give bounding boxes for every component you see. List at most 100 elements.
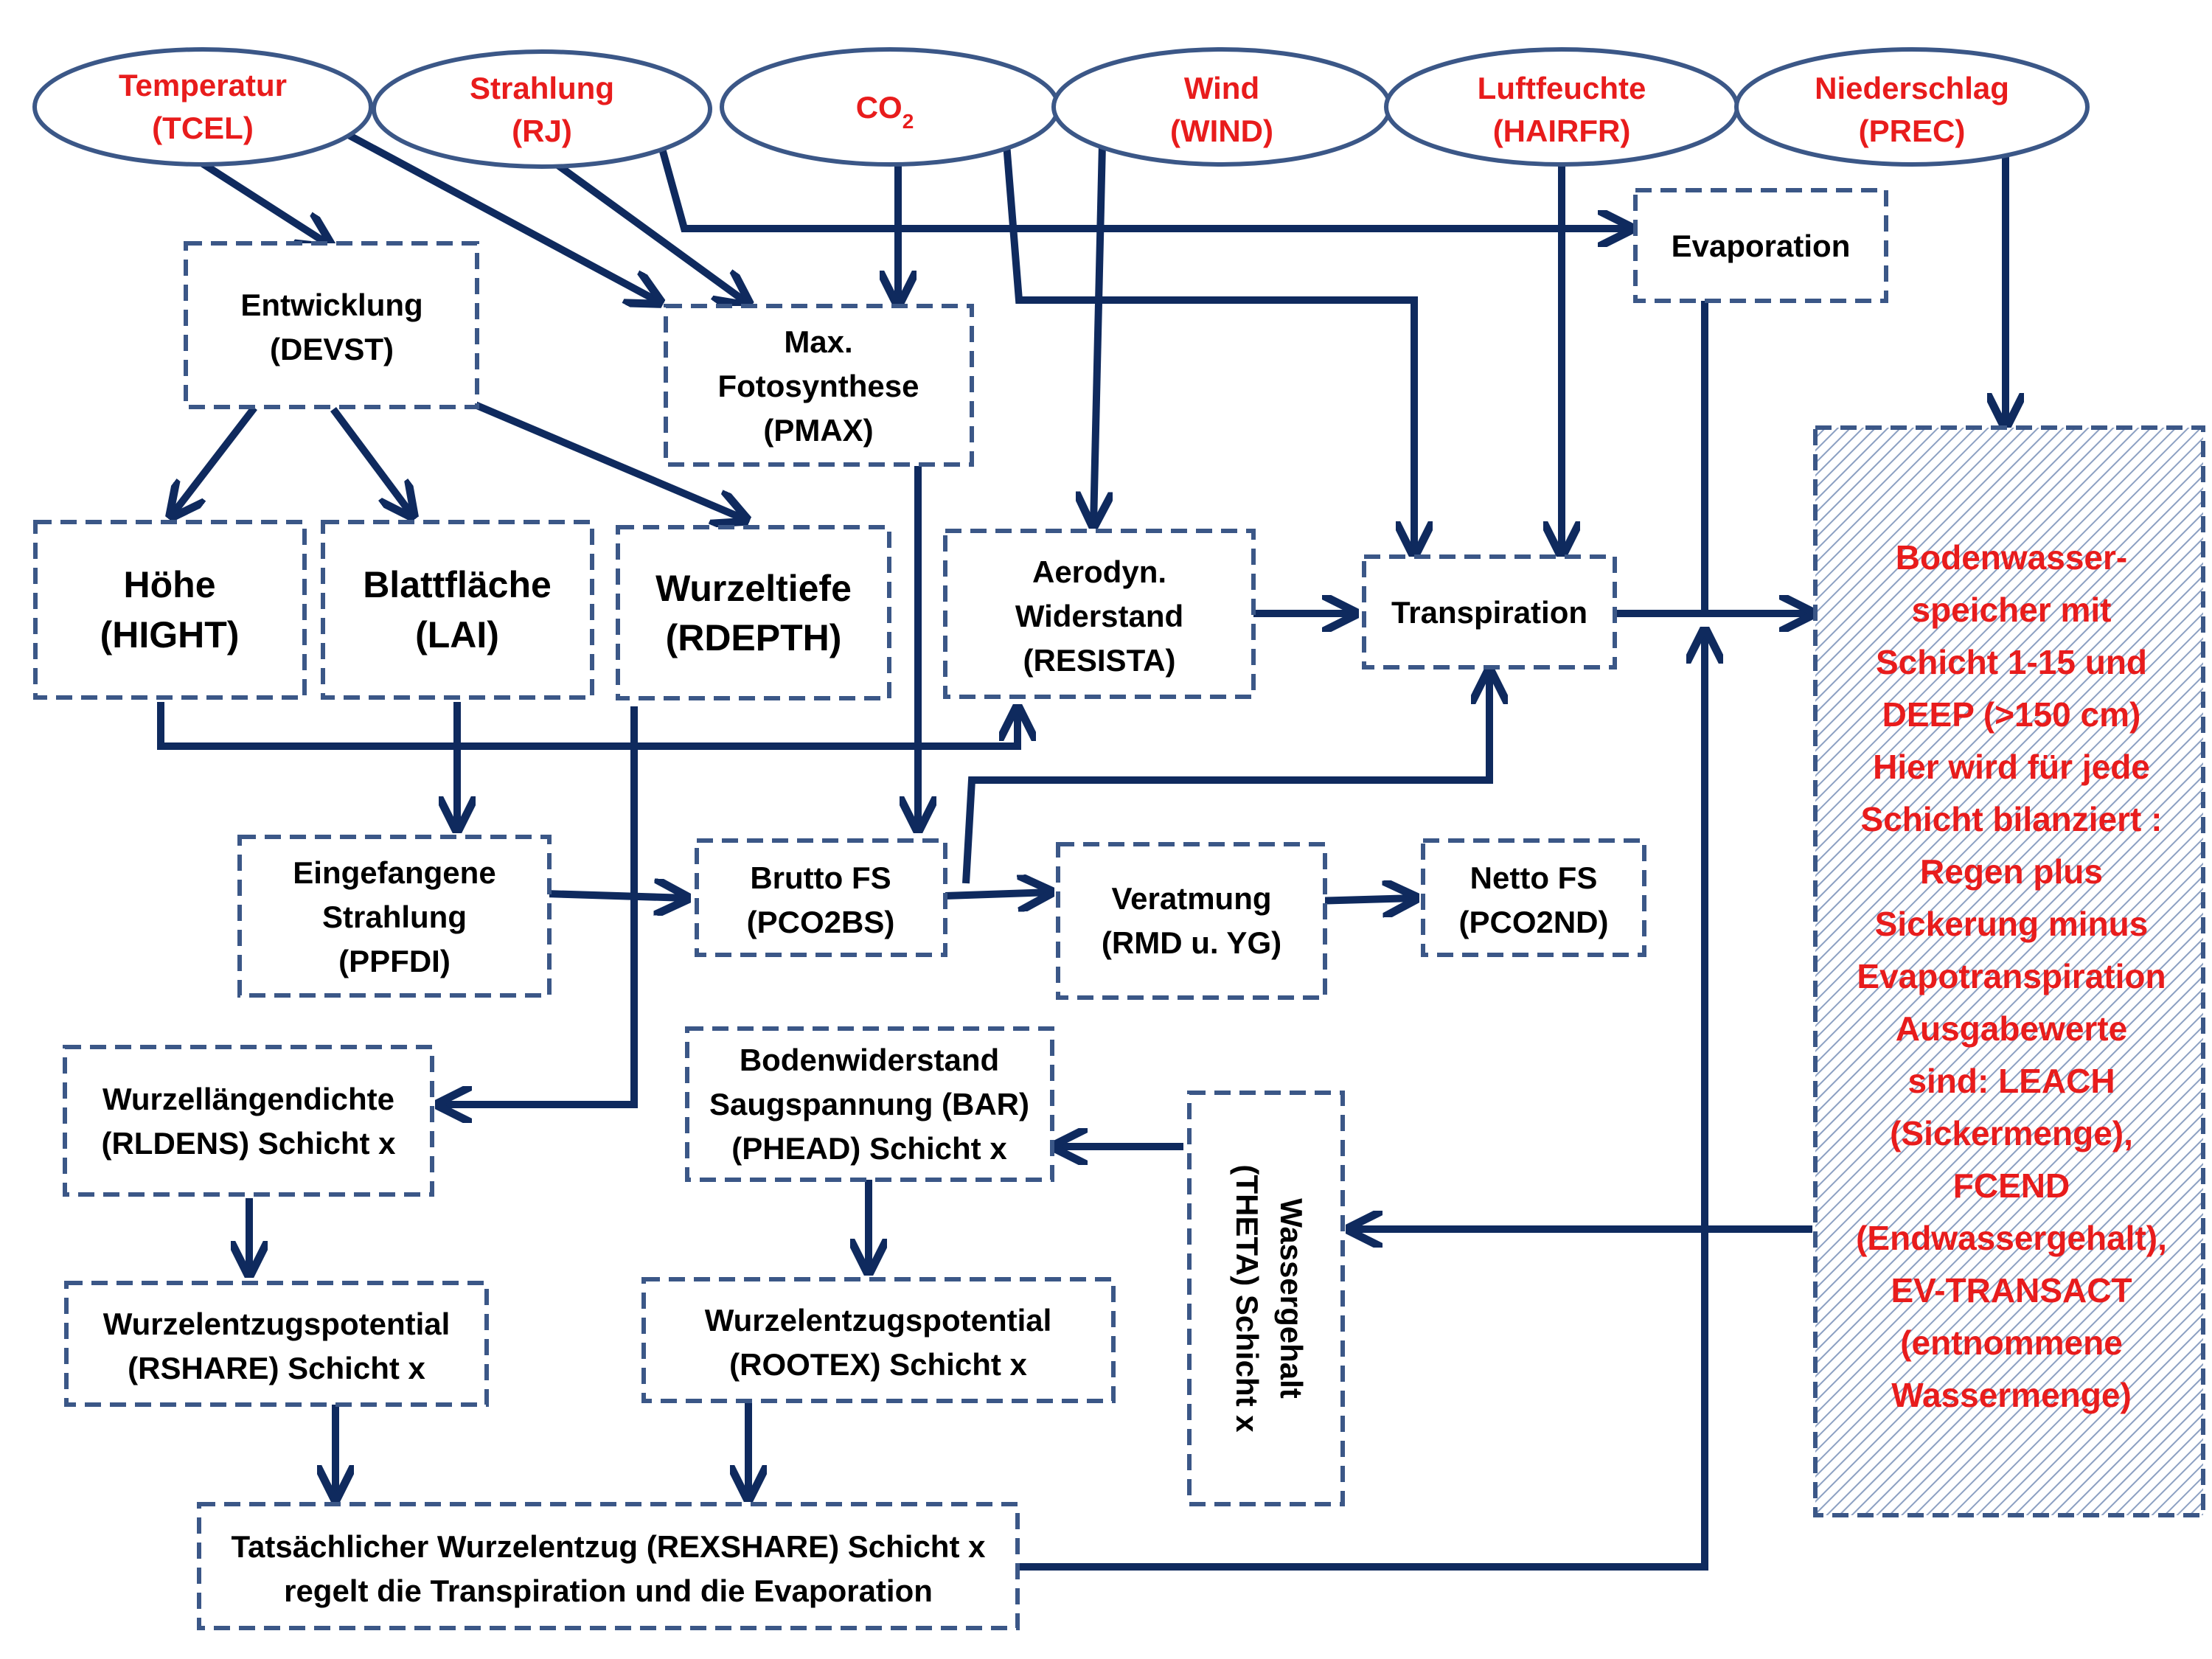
node-leaf-area: Blattfläche (LAI) [321,520,594,700]
arrow-rdepth-rldens [439,706,638,1105]
arrow-development-height [171,405,257,516]
soil-line: Regen plus [1920,852,2103,891]
node-code: (PCO2ND) [1458,905,1608,939]
node-label: Wurzelentzugspotential [705,1303,1052,1338]
node-code: (RLDENS) Schicht x [101,1126,396,1161]
node-label: Entwicklung [240,288,422,322]
input-ellipse [32,47,373,167]
node-soil-resistance: Bodenwiderstand Saugspannung (BAR) (PHEA… [685,1026,1054,1182]
node-box [1633,188,1888,303]
input-label: Wind [1184,71,1259,105]
soil-line: Schicht bilanziert : [1861,800,2163,838]
soil-line: FCEND [1953,1166,2070,1205]
node-label: Höhe [124,564,216,605]
node-intercepted-radiation: Eingefangene Strahlung (PPFDI) [237,835,552,998]
node-box [664,304,974,467]
node-box [943,529,1256,699]
node-code: (RMD u. YG) [1102,925,1281,960]
soil-line: EV-TRANSACT [1891,1271,2132,1310]
input-wind: Wind (WIND) [1051,47,1392,167]
node-label: Fotosynthese [717,369,919,403]
input-radiation: Strahlung (RJ) [372,49,712,169]
node-code: (RSHARE) Schicht x [128,1351,425,1385]
node-label: Blattfläche [363,564,552,605]
soil-water-storage: Bodenwasser- speicher mit Schicht 1-15 u… [1813,425,2205,1517]
input-humidity: Luftfeuchte (HAIRFR) [1384,47,1739,167]
node-code: (PMAX) [763,413,873,448]
node-box [1421,838,1646,957]
node-label: Max. [784,324,852,359]
soil-line: Wassermenge) [1891,1376,2132,1414]
node-box [1056,842,1327,1000]
soil-line: Bodenwasser- [1896,538,2127,577]
node-net-photosynthesis: Netto FS (PCO2ND) [1421,838,1646,957]
node-label: Tatsächlicher Wurzelentzug (REXSHARE) Sc… [232,1529,987,1564]
soil-line: (entnommene [1900,1324,2123,1362]
node-label: Wurzellängendichte [102,1082,394,1116]
node-label: Wurzeltiefe [655,568,852,609]
arrow-radiation-pmax [543,153,748,304]
input-temperature: Temperatur (TCEL) [32,47,373,167]
node-code: (HIGHT) [100,614,240,655]
node-label: Saugspannung (BAR) [709,1087,1029,1121]
node-label: Veratmung [1111,881,1271,916]
co2-subscript: 2 [902,110,914,133]
node-box [695,838,947,957]
node-water-content: Wassergehalt (THETA) Schicht x [1187,1091,1345,1506]
soil-line: Schicht 1-15 und [1876,643,2147,681]
node-box [321,520,594,700]
node-max-photosynthesis: Max. Fotosynthese (PMAX) [664,304,974,467]
input-label: Temperatur [119,68,287,102]
input-label: Niederschlag [1815,71,2009,105]
soil-line: (Endwassergehalt), [1856,1219,2167,1257]
node-code: (PPFDI) [338,944,451,978]
node-root-uptake-potential-rootex: Wurzelentzugspotential (ROOTEX) Schicht … [641,1277,1116,1403]
arrow-pco2bs-transpiration [962,671,1489,884]
node-root-depth: Wurzeltiefe (RDEPTH) [616,525,891,700]
input-code: (HAIRFR) [1493,114,1631,148]
soil-line: (Sickermenge), [1890,1114,2133,1152]
node-label: Evaporation [1672,229,1851,263]
input-code: (RJ) [512,114,572,148]
node-label: Transpiration [1391,595,1587,630]
node-evaporation: Evaporation [1633,188,1888,303]
node-label: Eingefangene [293,855,495,890]
input-ellipse [372,49,712,169]
arrow-temperature-pmax [331,123,660,302]
node-height: Höhe (HIGHT) [33,520,307,700]
node-label: Aerodyn. [1032,554,1166,589]
connectors [157,123,2006,1571]
soil-line: DEEP (>150 cm) [1882,695,2141,734]
arrow-development-lai [330,407,413,516]
node-code: (ROOTEX) Schicht x [729,1347,1027,1382]
node-gross-photosynthesis: Brutto FS (PCO2BS) [695,838,947,957]
node-code: (DEVST) [270,332,394,366]
node-box [1187,1091,1345,1506]
node-label: regelt die Transpiration und die Evapora… [284,1573,933,1608]
node-label: Netto FS [1470,860,1598,895]
input-code: (PREC) [1859,114,1966,148]
input-precipitation: Niederschlag (PREC) [1734,47,2090,167]
arrow-height-resista [157,702,1018,750]
arrow-respiration-pco2nd [1313,898,1416,901]
node-transpiration: Transpiration [1362,554,1617,669]
node-label: Strahlung [322,900,467,934]
arrow-radiation-evaporation [658,145,1631,229]
node-code: (RDEPTH) [666,617,842,658]
node-box [685,1026,1054,1182]
node-label: Widerstand [1015,599,1183,633]
node-box [237,835,552,998]
node-box [641,1277,1116,1403]
arrow-development-rdepth [467,398,746,520]
node-root-length-density: Wurzellängendichte (RLDENS) Schicht x [63,1045,434,1197]
input-co2: CO2 [720,47,1060,167]
soil-line: Sickerung minus [1875,905,2149,943]
input-code: (TCEL) [152,111,254,145]
input-label: Strahlung [470,71,614,105]
node-box [64,1281,489,1407]
node-box [184,241,479,409]
input-code: (WIND) [1170,114,1273,148]
input-ellipse [1734,47,2090,167]
node-code: (RESISTA) [1023,643,1176,678]
